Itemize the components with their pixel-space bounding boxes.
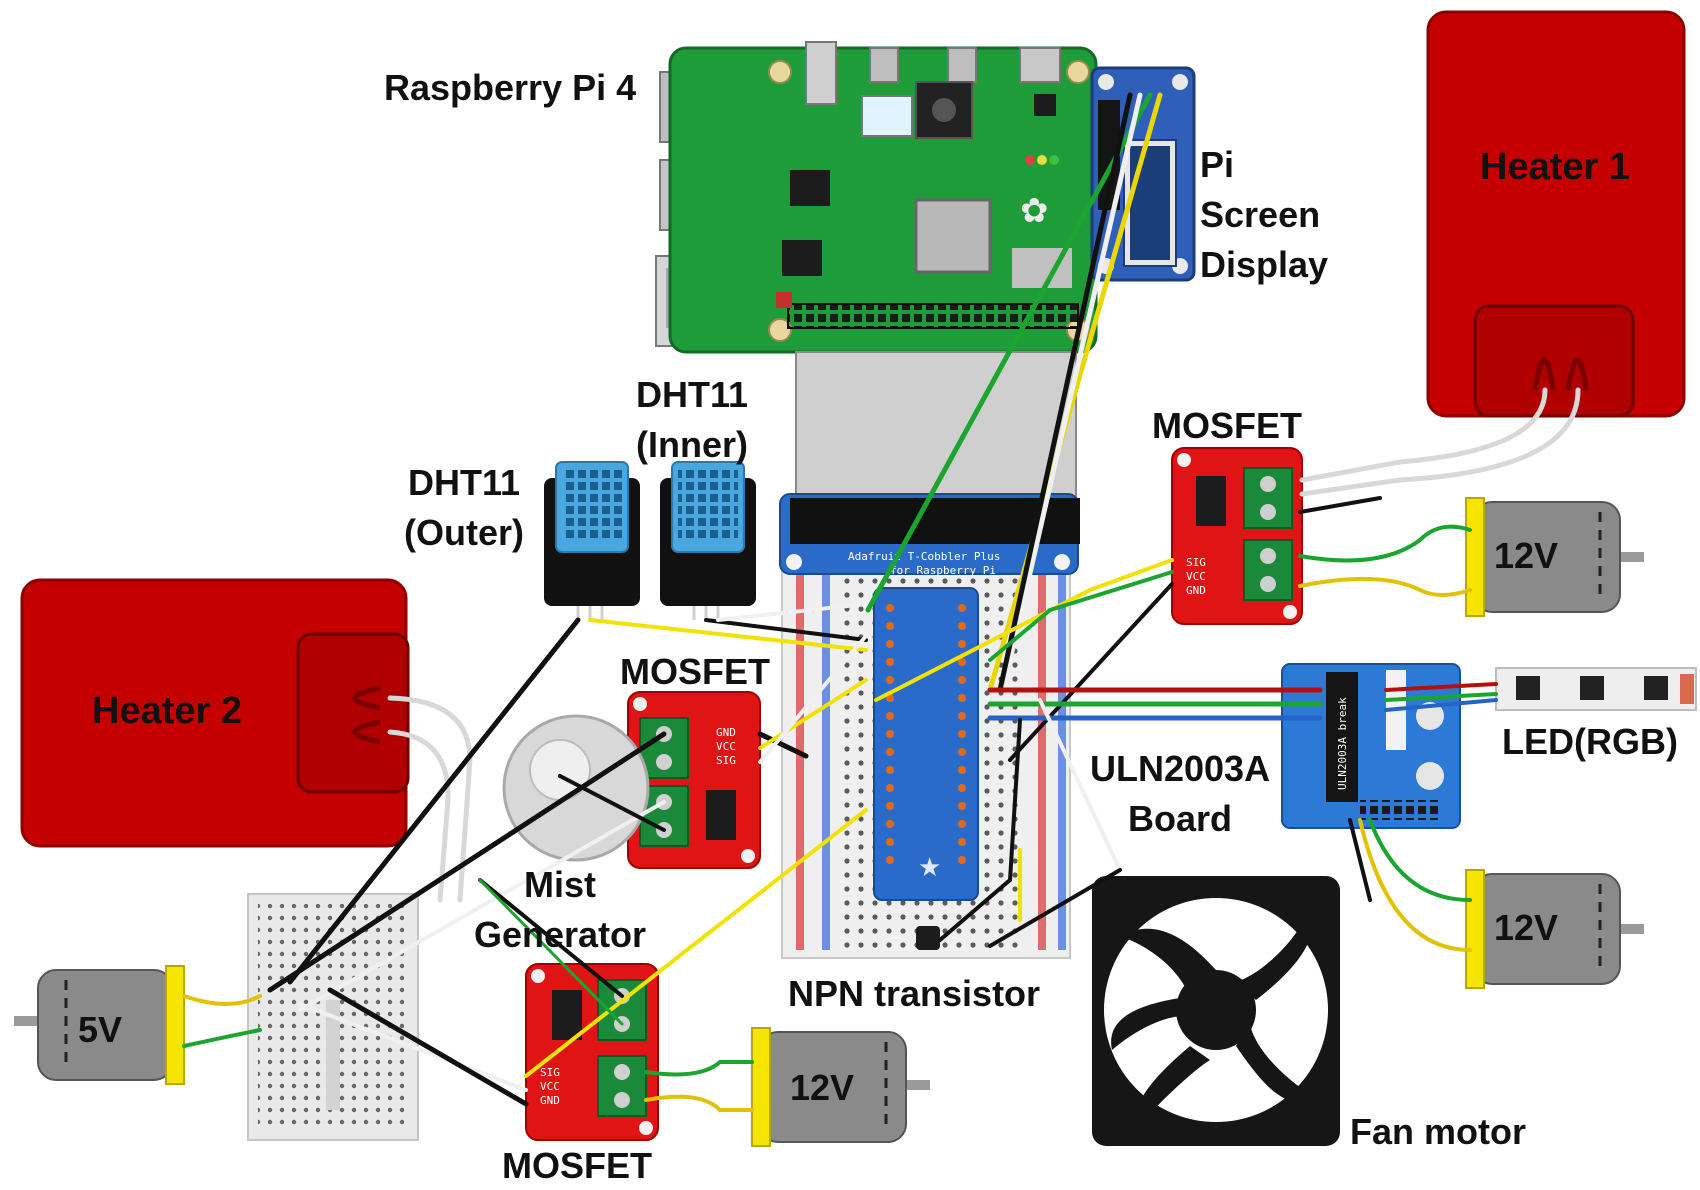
led-rgb-label: LED(RGB) <box>1502 721 1678 762</box>
raspberry-pi-label: Raspberry Pi 4 <box>384 67 637 108</box>
uln2003a-board: ULN2003A break <box>1281 663 1461 829</box>
wires <box>182 92 1581 1112</box>
motor-12v-bottom-label: 12V <box>790 1067 854 1108</box>
dht11-inner-sensor <box>660 461 756 620</box>
mosfet-bottom-pin-gnd: GND <box>540 1094 560 1107</box>
pi-screen-label: Pi Screen Display <box>1200 140 1328 290</box>
npn-transistor <box>916 926 940 950</box>
mosfet-top-right-pin-sig: SIG <box>1186 556 1206 569</box>
raspberry-pi-board: ✿ <box>655 41 1098 354</box>
heater-2-label: Heater 2 <box>92 690 242 732</box>
dht11-inner-label: DHT11 (Inner) <box>636 370 748 470</box>
motor-5v: 5V <box>14 965 185 1085</box>
pi-screen-label-line-3: Display <box>1200 244 1329 285</box>
dht11-outer-label-line-2: (Outer) <box>404 512 524 553</box>
mosfet-bottom-pin-vcc: VCC <box>540 1080 560 1093</box>
pi-screen-label-line-2: Screen <box>1200 194 1321 235</box>
pi-screen-display <box>1090 66 1196 282</box>
motor-12v-bottom: 12V <box>751 1027 930 1147</box>
mosfet-top-right-pin-vcc: VCC <box>1186 570 1206 583</box>
mosfet-mid-pin-gnd: GND <box>716 726 736 739</box>
dht11-inner-label-line-1: DHT11 <box>636 374 749 415</box>
pi-screen-label-line-1: Pi <box>1200 144 1235 185</box>
heater-2 <box>20 578 410 848</box>
mist-generator-label: Mist Generator <box>474 860 646 960</box>
mosfet-top-right-label: MOSFET <box>1152 405 1302 446</box>
mosfet-top-right-pin-gnd: GND <box>1186 584 1206 597</box>
mosfet-bottom-pin-sig: SIG <box>540 1066 560 1079</box>
motor-12v-right-bottom: 12V <box>1465 869 1644 989</box>
uln-chip-label: ULN2003A break <box>1336 697 1349 790</box>
uln2003a-label: ULN2003A Board <box>1090 744 1270 844</box>
fan-motor-label: Fan motor <box>1350 1111 1526 1152</box>
mosfet-bottom-label: MOSFET <box>502 1145 652 1186</box>
heater-1 <box>1426 10 1686 418</box>
mosfet-module-top-right: SIG VCC GND <box>1171 447 1303 625</box>
mist-generator-disc <box>502 714 650 862</box>
mist-generator-label-line-1: Mist <box>524 864 597 905</box>
dht11-outer-sensor <box>544 461 640 620</box>
uln2003a-label-line-1: ULN2003A <box>1090 748 1271 789</box>
dht11-outer-label: DHT11 (Outer) <box>404 458 524 558</box>
cobbler-label-2: for Raspberry Pi <box>890 564 996 577</box>
led-rgb-strip <box>1495 667 1697 711</box>
dht11-inner-label-line-2: (Inner) <box>636 424 749 465</box>
mosfet-mid-pin-vcc: VCC <box>716 740 736 753</box>
t-cobbler: Adafruit T-Cobbler Plus for Raspberry Pi… <box>779 493 1080 901</box>
motor-5v-label: 5V <box>78 1009 122 1050</box>
svg-text:✿: ✿ <box>1020 192 1049 230</box>
npn-transistor-label: NPN transistor <box>788 973 1041 1014</box>
fan-motor <box>1092 876 1340 1146</box>
svg-text:★: ★ <box>918 852 941 882</box>
ribbon-cable <box>795 351 1077 518</box>
motor-12v-right-bottom-label: 12V <box>1494 907 1558 948</box>
dht11-outer-label-line-1: DHT11 <box>407 462 521 503</box>
heater-1-label: Heater 1 <box>1480 146 1630 188</box>
mist-generator-label-line-2: Generator <box>474 914 647 955</box>
cobbler-label-1: Adafruit T-Cobbler Plus <box>848 550 1000 563</box>
motor-12v-right-top-label: 12V <box>1494 535 1558 576</box>
uln2003a-label-line-2: Board <box>1128 798 1233 839</box>
mosfet-mid-label: MOSFET <box>620 651 770 692</box>
motor-12v-right-top: 12V <box>1465 497 1644 617</box>
mosfet-mid-pin-sig: SIG <box>716 754 736 767</box>
